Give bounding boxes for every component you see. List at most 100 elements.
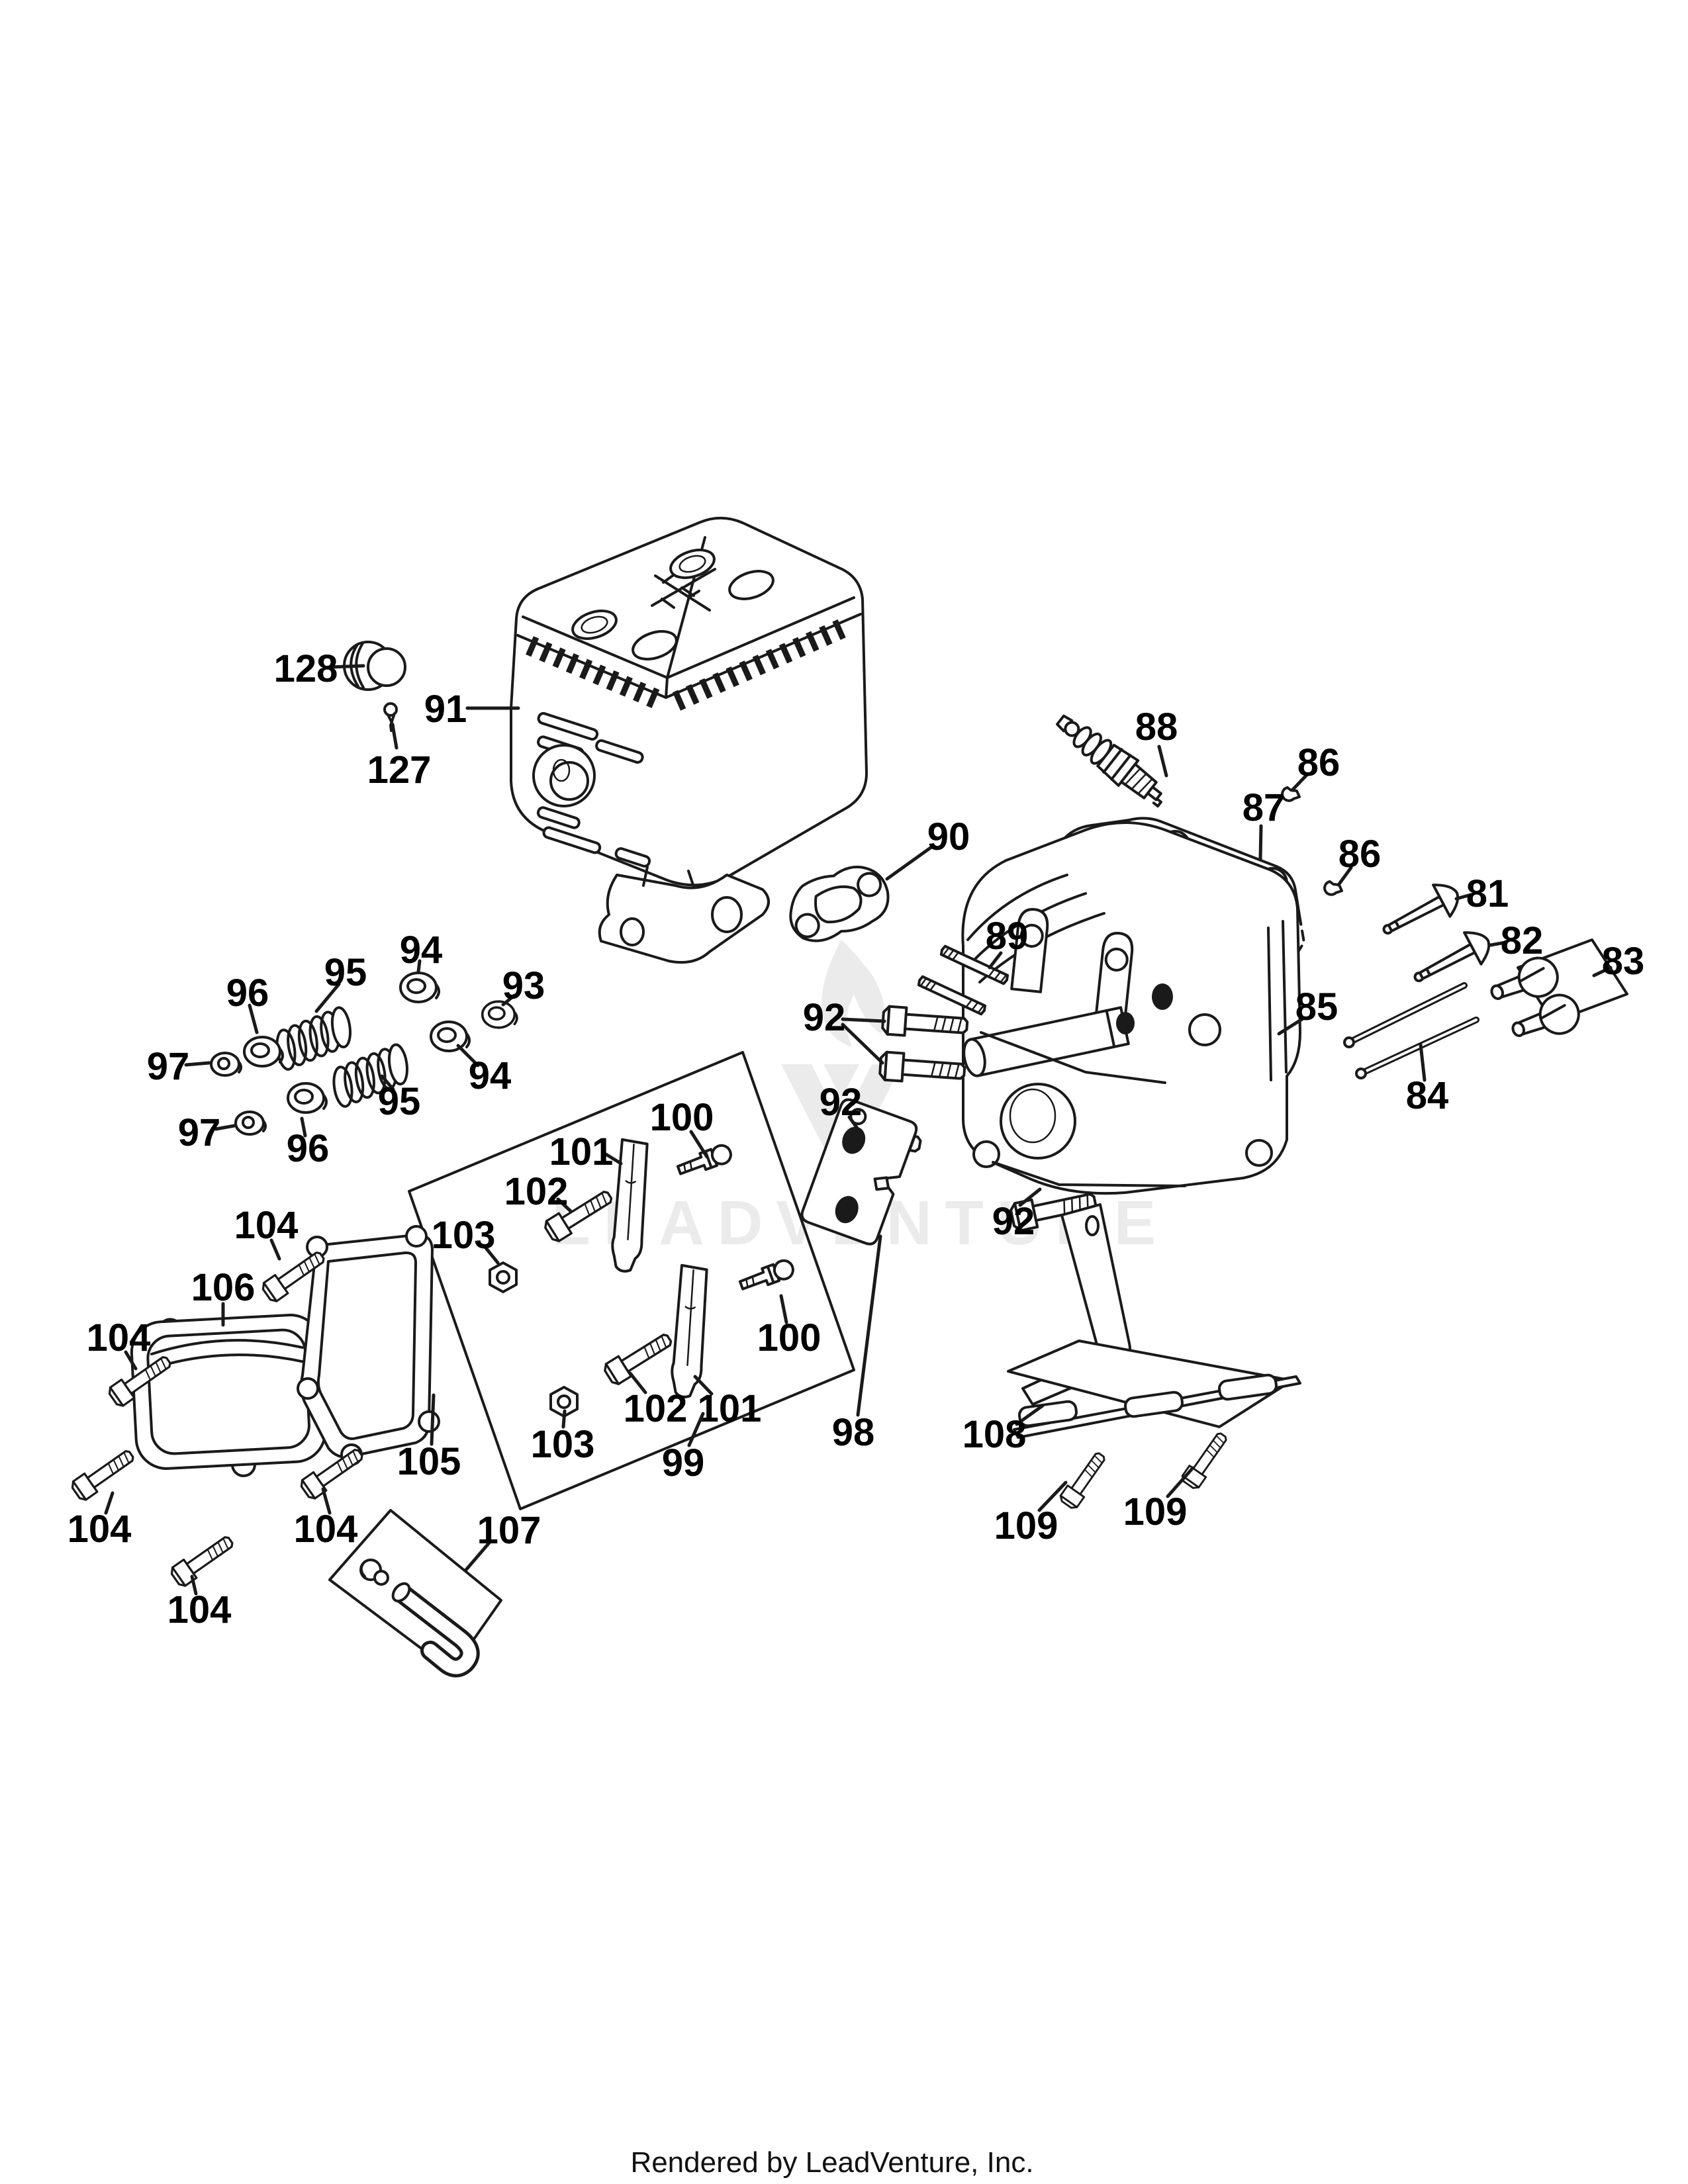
part-number-label[interactable]: 91	[424, 688, 467, 731]
callout-86[interactable]: 86	[1290, 741, 1340, 792]
callout-94[interactable]: 94	[400, 929, 443, 974]
part-number-label[interactable]: 104	[234, 1204, 299, 1247]
callout-108[interactable]: 108	[962, 1404, 1045, 1456]
callout-104[interactable]: 104	[294, 1487, 358, 1551]
part-number-label[interactable]: 93	[502, 964, 545, 1007]
callout-109[interactable]: 109	[1123, 1466, 1195, 1533]
callout-85[interactable]: 85	[1277, 985, 1338, 1036]
part-number-label[interactable]: 95	[324, 951, 367, 994]
callout-83[interactable]: 83	[1592, 940, 1645, 983]
part-number-label[interactable]: 94	[469, 1054, 512, 1097]
callout-81[interactable]: 81	[1454, 872, 1509, 915]
callout-128[interactable]: 128	[274, 647, 365, 690]
callout-leader-line	[430, 1393, 436, 1446]
callout-95[interactable]: 95	[314, 951, 367, 1013]
callout-96[interactable]: 96	[287, 1116, 330, 1170]
callout-102[interactable]: 102	[624, 1371, 688, 1430]
part-number-label[interactable]: 82	[1501, 919, 1544, 962]
callout-89[interactable]: 89	[986, 915, 1029, 970]
part-number-label[interactable]: 97	[147, 1045, 190, 1088]
part-number-label[interactable]: 106	[191, 1266, 256, 1309]
part-number-label[interactable]: 103	[432, 1214, 496, 1257]
callout-92[interactable]: 92	[992, 1187, 1042, 1243]
callout-99[interactable]: 99	[662, 1412, 705, 1484]
part-number-label[interactable]: 92	[992, 1200, 1035, 1243]
callout-100[interactable]: 100	[650, 1096, 714, 1159]
callout-86[interactable]: 86	[1336, 833, 1382, 887]
part-number-label[interactable]: 86	[1297, 741, 1340, 784]
callout-97[interactable]: 97	[178, 1111, 236, 1154]
part-number-label[interactable]: 104	[68, 1508, 132, 1551]
callout-leader-line	[847, 1115, 860, 1131]
part-number-label[interactable]: 97	[178, 1111, 221, 1154]
callout-104[interactable]: 104	[87, 1316, 151, 1371]
callout-101[interactable]: 101	[549, 1130, 623, 1173]
callout-91[interactable]: 91	[424, 688, 520, 731]
part-number-label[interactable]: 86	[1338, 833, 1382, 876]
part-number-label[interactable]: 98	[832, 1411, 875, 1454]
part-number-label[interactable]: 85	[1295, 985, 1338, 1028]
callout-109[interactable]: 109	[994, 1480, 1068, 1547]
callout-97[interactable]: 97	[147, 1045, 211, 1088]
part-number-label[interactable]: 84	[1406, 1074, 1449, 1117]
part-number-label[interactable]: 90	[927, 815, 970, 858]
part-number-label[interactable]: 104	[294, 1508, 358, 1551]
part-number-label[interactable]: 94	[400, 929, 443, 972]
part-number-label[interactable]: 100	[650, 1096, 714, 1139]
callout-104[interactable]: 104	[167, 1574, 232, 1631]
part-number-label[interactable]: 107	[477, 1509, 541, 1552]
part-number-label[interactable]: 96	[226, 972, 269, 1015]
callout-leader-line	[687, 1412, 705, 1447]
part-number-label[interactable]: 127	[367, 749, 432, 792]
callout-92[interactable]: 92	[820, 1081, 863, 1131]
callout-127[interactable]: 127	[367, 723, 432, 792]
part-number-label[interactable]: 109	[1123, 1490, 1188, 1533]
part-number-label[interactable]: 109	[994, 1504, 1058, 1547]
valve-seal-icon	[234, 1111, 267, 1136]
part-number-label[interactable]: 105	[397, 1440, 461, 1483]
callout-82[interactable]: 82	[1489, 919, 1544, 962]
callout-104[interactable]: 104	[68, 1491, 132, 1551]
callout-98[interactable]: 98	[832, 1234, 882, 1454]
callout-96[interactable]: 96	[226, 972, 269, 1034]
part-number-label[interactable]: 100	[757, 1316, 821, 1359]
callout-leader-line	[1290, 773, 1309, 792]
part-number-label[interactable]: 88	[1135, 705, 1178, 749]
callout-93[interactable]: 93	[501, 964, 545, 1007]
part-number-label[interactable]: 92	[820, 1081, 863, 1124]
callout-100[interactable]: 100	[757, 1294, 821, 1359]
part-number-label[interactable]: 104	[167, 1588, 232, 1631]
part-number-label[interactable]: 96	[287, 1127, 330, 1170]
callout-101[interactable]: 101	[693, 1375, 762, 1430]
part-number-label[interactable]: 99	[662, 1441, 705, 1484]
callout-84[interactable]: 84	[1406, 1042, 1449, 1117]
callout-105[interactable]: 105	[397, 1393, 461, 1483]
callout-94[interactable]: 94	[456, 1044, 512, 1097]
part-number-label[interactable]: 108	[962, 1413, 1027, 1456]
callout-88[interactable]: 88	[1135, 705, 1178, 778]
part-number-label[interactable]: 101	[549, 1130, 614, 1173]
callout-92[interactable]: 92	[803, 996, 886, 1065]
part-number-label[interactable]: 101	[698, 1387, 762, 1430]
part-number-label[interactable]: 92	[803, 996, 846, 1039]
part-number-label[interactable]: 95	[378, 1080, 421, 1123]
callout-106[interactable]: 106	[191, 1266, 256, 1327]
callout-103[interactable]: 103	[432, 1214, 500, 1265]
callout-102[interactable]: 102	[504, 1170, 573, 1213]
part-number-label[interactable]: 128	[274, 647, 338, 690]
callout-87[interactable]: 87	[1243, 786, 1286, 861]
callout-107[interactable]: 107	[464, 1509, 541, 1572]
part-number-label[interactable]: 103	[531, 1423, 595, 1466]
part-number-label[interactable]: 87	[1243, 786, 1286, 829]
callout-95[interactable]: 95	[378, 1074, 421, 1123]
part-number-label[interactable]: 83	[1602, 940, 1645, 983]
callout-103[interactable]: 103	[531, 1409, 595, 1466]
part-number-label[interactable]: 89	[986, 915, 1029, 958]
part-number-label[interactable]: 102	[504, 1170, 569, 1213]
callout-104[interactable]: 104	[234, 1204, 299, 1261]
part-number-label[interactable]: 102	[624, 1387, 688, 1430]
callout-90[interactable]: 90	[885, 815, 970, 881]
part-number-label[interactable]: 104	[87, 1316, 151, 1359]
part-number-label[interactable]: 81	[1466, 872, 1509, 915]
